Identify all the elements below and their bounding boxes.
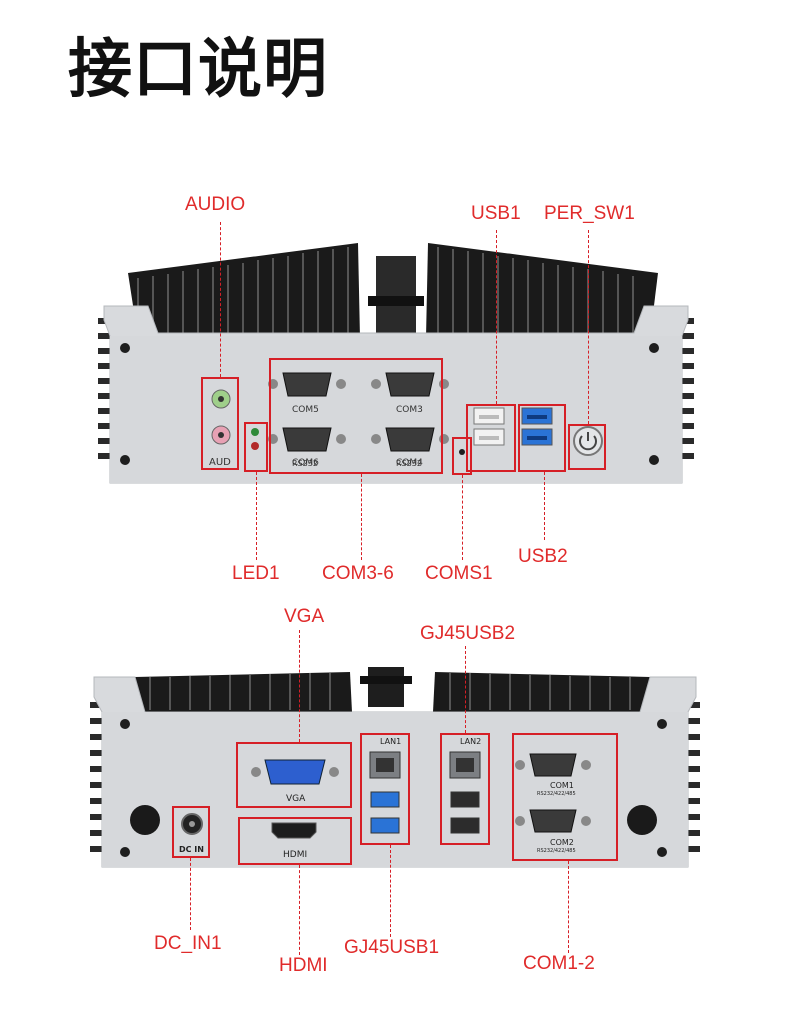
lan1-silk: LAN1 bbox=[380, 737, 402, 746]
dc-in1-highlight bbox=[172, 806, 210, 858]
com3-port bbox=[371, 372, 449, 397]
page-title: 接口说明 bbox=[68, 33, 328, 107]
com4-silk: COM4 bbox=[396, 458, 423, 468]
led1-highlight bbox=[244, 422, 268, 472]
com2-rs-silk: RS232/422/485 bbox=[537, 848, 576, 854]
label-audio: AUDIO bbox=[185, 194, 246, 215]
hdmi-highlight bbox=[238, 817, 352, 865]
label-hdmi: HDMI bbox=[279, 955, 328, 976]
label-com3-6: COM3-6 bbox=[322, 563, 394, 584]
label-led1: LED1 bbox=[232, 563, 280, 584]
gj45usb1-highlight bbox=[360, 733, 410, 845]
label-coms1: COMS1 bbox=[425, 563, 493, 584]
label-usb1: USB1 bbox=[471, 203, 521, 224]
com2-silk: COM2 bbox=[550, 838, 574, 847]
vga-highlight bbox=[236, 742, 352, 808]
dc-in-silk: DC IN bbox=[179, 845, 204, 854]
audio-highlight bbox=[201, 377, 239, 470]
usb1-highlight bbox=[466, 404, 516, 472]
front-panel-device: AUD COM5 COM3 COM6 COM4 bbox=[98, 243, 694, 484]
com3-silk: COM3 bbox=[396, 405, 423, 415]
usb2-highlight bbox=[518, 404, 566, 472]
com3-6-highlight bbox=[269, 358, 443, 474]
coms1-highlight bbox=[452, 437, 472, 475]
label-usb2: USB2 bbox=[518, 546, 568, 567]
com1-2-highlight bbox=[512, 733, 618, 861]
com1-silk: COM1 bbox=[550, 781, 574, 790]
com1-rs-silk: RS232/422/485 bbox=[537, 791, 576, 797]
label-com1-2: COM1-2 bbox=[523, 953, 595, 974]
lan2-silk: LAN2 bbox=[460, 737, 482, 746]
label-per-sw1: PER_SW1 bbox=[544, 203, 635, 224]
com5-silk: COM5 bbox=[292, 405, 319, 415]
gj45usb2-highlight bbox=[440, 733, 490, 845]
label-dc-in1: DC_IN1 bbox=[154, 933, 222, 954]
com6-silk: COM6 bbox=[292, 458, 319, 468]
aud-silk: AUD bbox=[209, 457, 231, 468]
label-gj45usb1: GJ45USB1 bbox=[344, 937, 440, 958]
com6-rs232-silk: RS232 bbox=[292, 459, 318, 468]
label-vga: VGA bbox=[284, 606, 325, 627]
com4-rs232-silk: RS232 bbox=[396, 459, 422, 468]
vga-silk: VGA bbox=[286, 794, 306, 804]
rear-panel-device bbox=[90, 667, 700, 868]
label-gj45usb2: GJ45USB2 bbox=[420, 623, 516, 644]
com5-port bbox=[268, 372, 346, 397]
per-sw1-highlight bbox=[568, 424, 606, 470]
hdmi-silk: HDMI bbox=[283, 850, 308, 860]
